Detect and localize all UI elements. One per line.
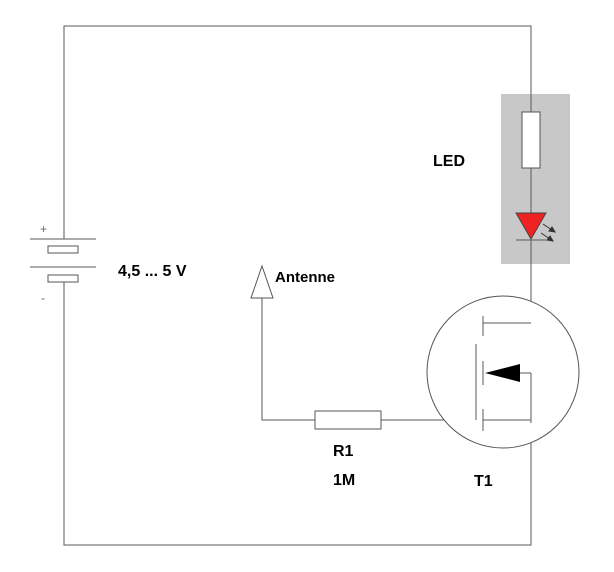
battery-minus-sign: - bbox=[41, 291, 45, 305]
battery-voltage-label: 4,5 ... 5 V bbox=[118, 263, 187, 280]
battery: + - bbox=[30, 222, 96, 305]
led-series-body bbox=[521, 111, 541, 169]
antenna-icon bbox=[250, 264, 274, 299]
wire-bottom-loop bbox=[63, 288, 532, 546]
led-light-arrows bbox=[540, 223, 556, 242]
resistor-value-label: 1M bbox=[333, 472, 355, 489]
led bbox=[515, 111, 556, 242]
resistor-name-label: R1 bbox=[333, 443, 354, 460]
battery-plate-negative bbox=[47, 274, 79, 283]
led-diode-triangle bbox=[515, 212, 547, 241]
transistor-label: T1 bbox=[474, 473, 493, 490]
wire-top-loop bbox=[63, 25, 532, 226]
transistor-t1 bbox=[426, 295, 580, 449]
wire-antenna-to-resistor bbox=[261, 298, 315, 421]
battery-plus-sign: + bbox=[40, 222, 47, 236]
antenna-label: Antenne bbox=[275, 269, 335, 286]
led-label: LED bbox=[433, 153, 465, 170]
battery-plate-positive bbox=[47, 245, 79, 254]
transistor-body-arrow bbox=[485, 364, 520, 382]
resistor-r1-body bbox=[314, 410, 382, 430]
